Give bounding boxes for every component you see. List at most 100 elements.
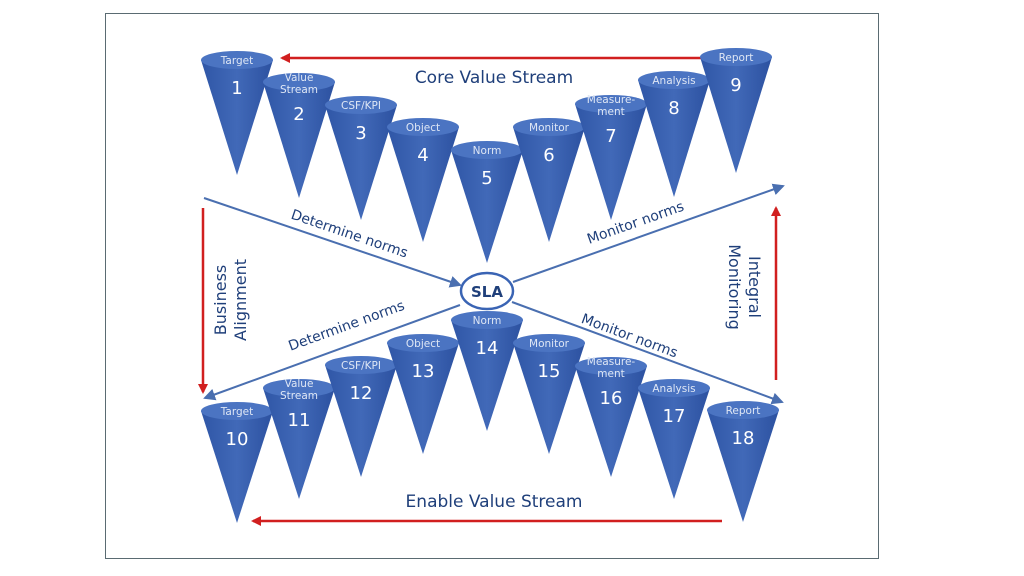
business-alignment-line-2: Alignment	[231, 259, 250, 341]
cone-body	[201, 60, 273, 175]
cone-top	[707, 401, 779, 419]
cone-top	[513, 118, 585, 136]
cone-top	[387, 118, 459, 136]
cone-body	[575, 366, 647, 477]
monitor-norms-top-arrow	[512, 183, 785, 283]
enable-value-stream-title: Enable Value Stream	[406, 492, 583, 512]
cone-top	[638, 379, 710, 397]
sla-label: SLA	[471, 283, 503, 301]
cone-label: Object	[406, 338, 440, 350]
integral-monitoring-line-2: Monitoring	[725, 244, 744, 330]
cone-label: Value	[285, 72, 314, 84]
cone-label: CSF/KPI	[341, 360, 381, 372]
cone-body	[707, 410, 779, 522]
determine-norms-top-arrow	[203, 197, 462, 288]
cone-top	[638, 71, 710, 89]
monitor-norms-bottom-arrow	[511, 301, 784, 405]
integral-monitoring-line-1: Integral	[745, 256, 764, 318]
sla-node	[459, 271, 515, 311]
cone-body	[513, 343, 585, 454]
cone-number: 4	[417, 145, 428, 166]
cone-number: 5	[481, 168, 492, 189]
cone-top	[575, 95, 647, 113]
cone-step-17: Analysis 17	[638, 379, 710, 499]
cone-top	[263, 73, 335, 91]
determine-norms-bottom-arrow	[203, 304, 461, 401]
cone-number: 1	[231, 78, 242, 99]
cone-top	[263, 379, 335, 397]
cone-number: 18	[732, 428, 755, 449]
cone-top	[201, 402, 273, 420]
cone-label: Object	[406, 122, 440, 134]
cone-label: Report	[719, 52, 754, 64]
cone-step-9: Report 9	[700, 48, 772, 173]
cone-label: Norm	[473, 315, 502, 327]
cone-number: 6	[543, 145, 554, 166]
cone-number: 13	[412, 361, 435, 382]
cone-label: ment	[597, 368, 624, 380]
cone-number: 2	[293, 104, 304, 125]
cone-label: Report	[726, 405, 761, 417]
cone-number: 3	[355, 123, 366, 144]
cone-top	[513, 334, 585, 352]
cone-step-5: Norm 5	[451, 141, 523, 263]
monitor-norms-bottom-label: Monitor norms	[579, 311, 680, 361]
cone-step-6: Monitor 6	[513, 118, 585, 242]
cone-label: Value	[285, 378, 314, 390]
cone-body	[325, 365, 397, 477]
cone-top	[451, 311, 523, 329]
business-alignment-line-1: Business	[211, 265, 230, 336]
cone-label: Norm	[473, 145, 502, 157]
cone-top	[387, 334, 459, 352]
cone-body	[263, 82, 335, 198]
cone-step-4: Object 4	[387, 118, 459, 242]
cone-number: 9	[730, 75, 741, 96]
business-alignment-label: Business Alignment	[211, 259, 250, 341]
cone-number: 11	[288, 410, 311, 431]
cone-body	[387, 127, 459, 242]
cone-body	[451, 320, 523, 431]
cone-body	[638, 80, 710, 197]
cone-top	[325, 356, 397, 374]
cone-body	[638, 388, 710, 499]
cone-label: Measure-	[587, 356, 636, 368]
core-value-stream-title: Core Value Stream	[415, 68, 573, 88]
cone-body	[263, 388, 335, 499]
cone-number: 12	[350, 383, 373, 404]
cone-number: 7	[605, 126, 616, 147]
cone-body	[325, 105, 397, 220]
monitor-norms-top-label: Monitor norms	[585, 199, 686, 248]
cone-label: Stream	[280, 84, 318, 96]
cone-step-12: CSF/KPI 12	[325, 356, 397, 477]
cone-label: Analysis	[652, 383, 695, 395]
cone-top	[325, 96, 397, 114]
cone-number: 8	[668, 98, 679, 119]
cone-top	[700, 48, 772, 66]
cone-label: Monitor	[529, 122, 570, 134]
cone-body	[451, 150, 523, 263]
cone-body	[575, 104, 647, 220]
cone-top	[575, 357, 647, 375]
cone-top	[201, 51, 273, 69]
cone-label: Target	[220, 55, 253, 67]
cone-label: Target	[220, 406, 253, 418]
determine-norms-top-label: Determine norms	[289, 207, 410, 262]
cone-top	[451, 141, 523, 159]
cone-step-13: Object 13	[387, 334, 459, 454]
cone-body	[513, 127, 585, 242]
cone-body	[387, 343, 459, 454]
cone-number: 17	[663, 406, 686, 427]
cone-label: ment	[597, 106, 624, 118]
